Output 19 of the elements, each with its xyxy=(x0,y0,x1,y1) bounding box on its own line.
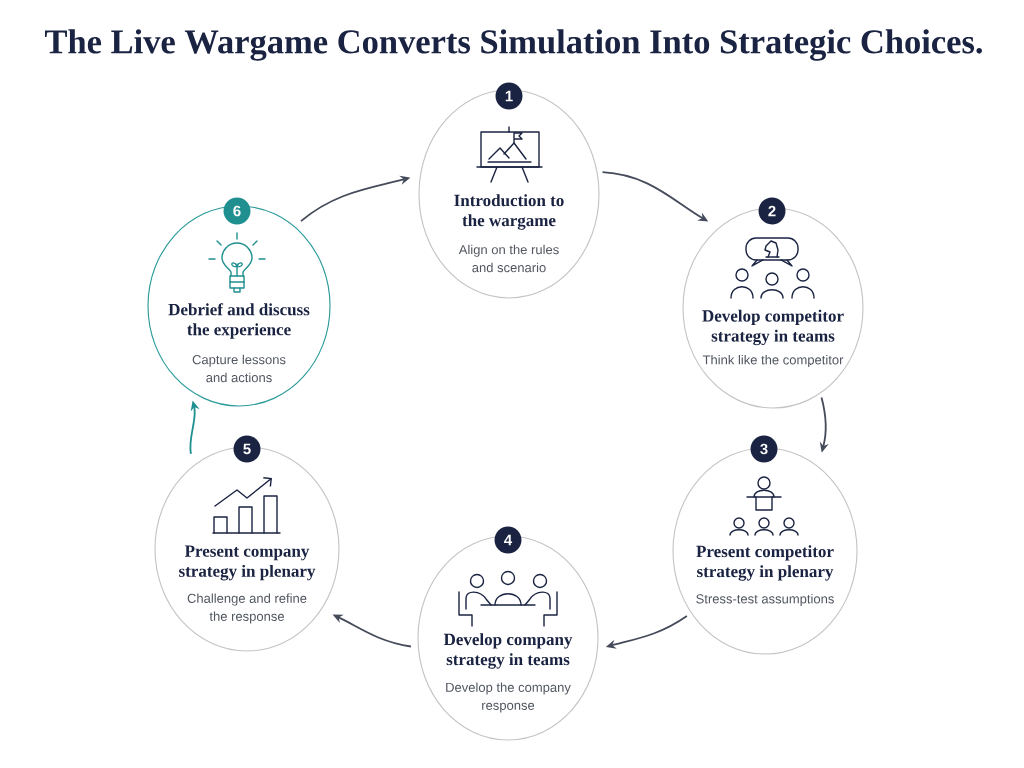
step-title: Develop competitor strategy in teams xyxy=(702,309,844,346)
number-badge: 4 xyxy=(494,526,522,554)
number-badge: 3 xyxy=(750,435,778,463)
step-title: Introduction to the wargame xyxy=(454,194,564,230)
step-title: Develop company strategy in teams xyxy=(443,633,573,669)
number-badge: 5 xyxy=(233,435,261,463)
step-description: Stress-test assumptions xyxy=(696,593,834,607)
number-badge: 1 xyxy=(495,82,523,110)
step-description: Think like the competitor xyxy=(702,354,844,368)
step-description: Capture lessons and actions xyxy=(192,354,286,383)
number-badge: 6 xyxy=(223,197,251,225)
title: The Live Wargame Converts Simulation Into Strategic Choices. xyxy=(45,29,982,61)
step-description: Develop the company response xyxy=(446,682,571,713)
step-description: Challenge and refine the response xyxy=(187,593,307,624)
number-badge: 2 xyxy=(758,197,786,225)
step-title: Debrief and discuss the experience xyxy=(168,303,310,339)
step-description: Align on the rules and scenario xyxy=(458,244,559,273)
step-title: Present competitor strategy in plenary xyxy=(696,545,834,581)
step-title: Present company strategy in plenary xyxy=(179,545,316,581)
